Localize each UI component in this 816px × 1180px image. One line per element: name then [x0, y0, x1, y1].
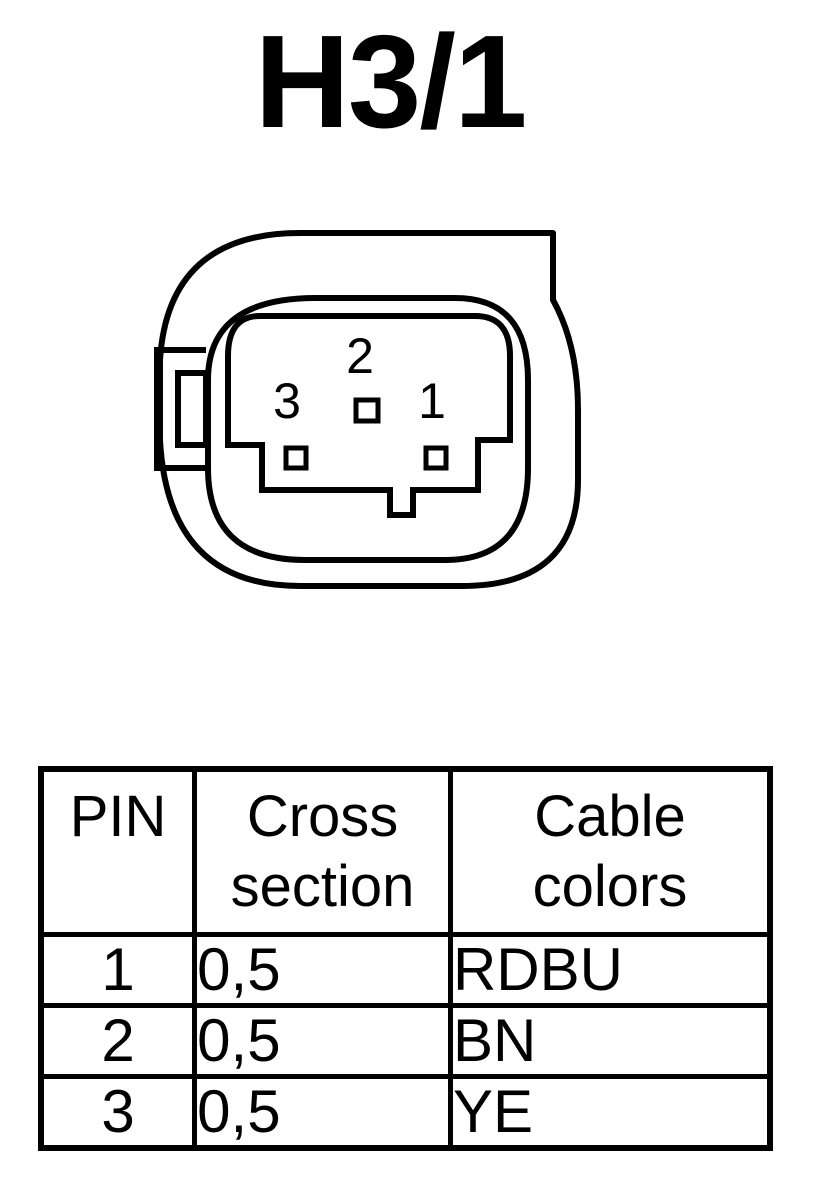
cell-pin: 3 — [38, 1074, 198, 1151]
connector-housing-inner — [205, 295, 531, 563]
table-row: 1 0,5 RDBU — [38, 932, 773, 1008]
header-cable-colors: Cable colors — [447, 766, 773, 937]
connector-lock-tab — [154, 347, 206, 471]
cell-cross-section: 0,5 — [192, 1074, 453, 1151]
table-row: 3 0,5 YE — [38, 1074, 773, 1151]
cell-cable-color: BN — [447, 1003, 773, 1079]
table-header-row: PIN Cross section Cable colors — [38, 766, 773, 937]
cell-cross-section: 0,5 — [192, 1003, 453, 1079]
pin-label-1: 1 — [418, 373, 446, 429]
pin-1-contact — [423, 445, 449, 471]
header-pin: PIN — [38, 766, 198, 937]
pin-2-contact — [353, 397, 381, 424]
cell-cable-color: RDBU — [447, 932, 773, 1008]
pin-label-2: 2 — [346, 328, 374, 384]
pin-assignment-table: PIN Cross section Cable colors 1 0,5 RDB… — [38, 766, 773, 1151]
cell-pin: 2 — [38, 1003, 198, 1079]
connector-diagram: 2 3 1 — [154, 230, 581, 589]
connector-lock-tab-inner — [175, 370, 209, 448]
cell-pin: 1 — [38, 932, 198, 1008]
pin-3-contact — [283, 445, 309, 471]
connector-title: H3/1 — [254, 8, 528, 155]
pin-label-3: 3 — [273, 373, 301, 429]
connector-contact-area — [225, 313, 513, 518]
connector-housing-outer — [157, 230, 581, 589]
cell-cross-section: 0,5 — [192, 932, 453, 1008]
cell-cable-color: YE — [447, 1074, 773, 1151]
header-cross-section: Cross section — [192, 766, 453, 937]
table-row: 2 0,5 BN — [38, 1003, 773, 1079]
